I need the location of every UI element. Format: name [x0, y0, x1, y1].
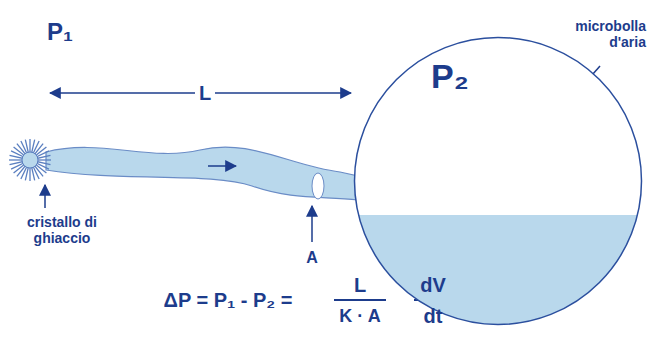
formula-text: K · A — [339, 306, 380, 327]
flow-arrow — [208, 165, 236, 167]
air-bubble: P₂ — [353, 36, 643, 326]
crystal-core — [22, 152, 38, 168]
pressure-label: P₂ — [431, 57, 469, 96]
bubble-outline — [353, 36, 643, 326]
pressure-label: P₁ — [47, 18, 73, 46]
callout-label: microbolla d'aria — [566, 18, 646, 50]
water — [353, 215, 643, 326]
formula-text: ΔP = P₁ - P₂ = — [164, 289, 293, 312]
leader-arrow — [44, 185, 46, 208]
dimension-label: L — [195, 82, 215, 105]
section-area — [312, 173, 324, 199]
capillary — [46, 147, 358, 200]
callout-label: A — [306, 249, 318, 267]
formula-text: dV — [420, 274, 446, 297]
formula-text: dt — [424, 305, 443, 328]
formula-text: L — [354, 274, 366, 297]
fraction-bar — [334, 299, 386, 301]
ice-crystal — [9, 139, 51, 181]
leader-arrow — [311, 206, 313, 242]
callout-label: cristallo di ghiaccio — [17, 214, 107, 246]
